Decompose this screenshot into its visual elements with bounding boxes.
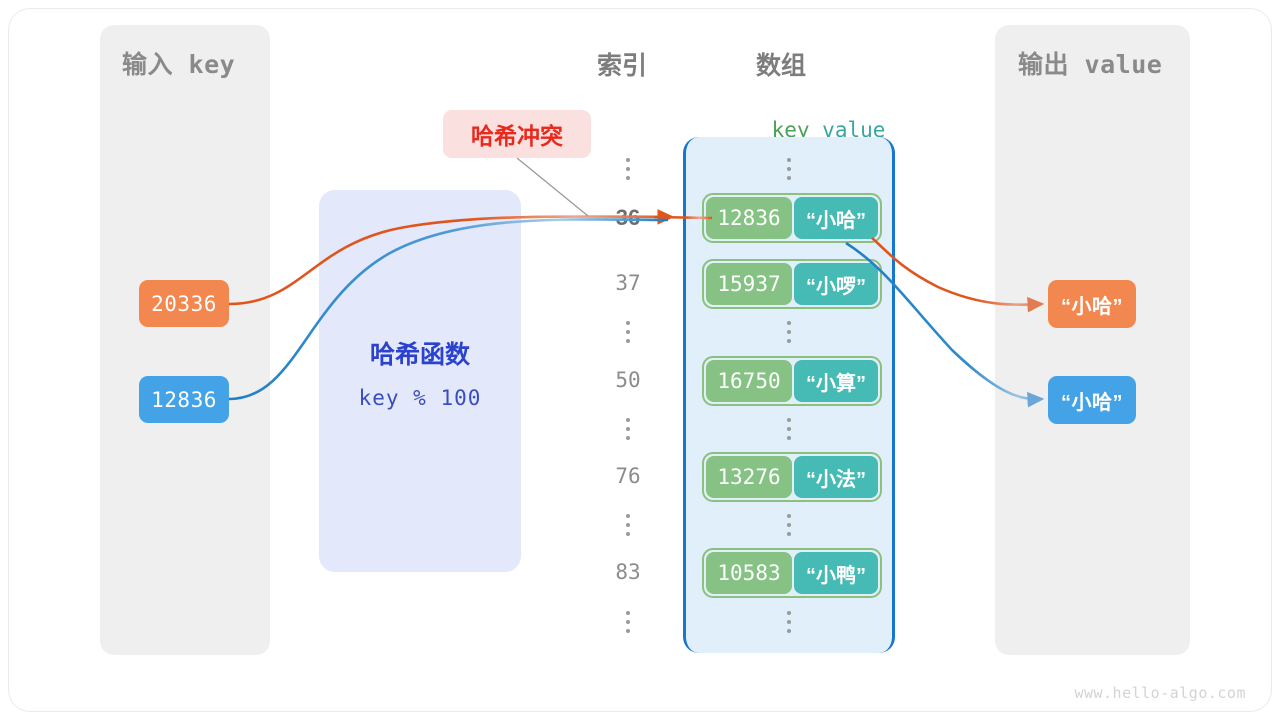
index-label-50: 50 (615, 368, 641, 392)
array-ellipsis-3 (761, 415, 817, 443)
output-value-blue: “小哈” (1048, 376, 1136, 424)
index-column-header: 索引 (597, 52, 648, 80)
input-panel-title: 输入 key (122, 50, 236, 79)
output-value-orange-label: “小哈” (1061, 295, 1123, 318)
array-entry-76: 13276 “小法” (702, 452, 882, 502)
array-entry-83-key: 10583 (706, 552, 792, 594)
index-ellipsis-4 (600, 511, 656, 539)
hash-function-expression: key % 100 (358, 386, 482, 410)
index-ellipsis-3 (600, 415, 656, 443)
input-panel (100, 25, 270, 655)
array-column-header: 数组 (756, 52, 807, 80)
hash-function-box: 哈希函数 key % 100 (319, 190, 521, 572)
index-ellipsis-top (600, 155, 656, 183)
array-entry-76-key: 13276 (706, 456, 792, 498)
input-key-12836-label: 12836 (151, 387, 217, 412)
array-entry-37-value: “小啰” (794, 263, 878, 305)
index-label-37: 37 (615, 271, 641, 295)
array-entry-50-value: “小算” (794, 360, 878, 402)
output-value-blue-label: “小哈” (1061, 391, 1123, 414)
array-entry-83-value: “小鸭” (794, 552, 878, 594)
array-entry-50-key: 16750 (706, 360, 792, 402)
index-ellipsis-2 (600, 318, 656, 346)
input-key-12836: 12836 (139, 376, 229, 423)
array-ellipsis-bottom (761, 608, 817, 636)
array-entry-37: 15937 “小啰” (702, 259, 882, 309)
array-entry-83: 10583 “小鸭” (702, 548, 882, 598)
output-panel (995, 25, 1190, 655)
index-ellipsis-bottom (600, 608, 656, 636)
array-entry-36-key: 12836 (706, 197, 792, 239)
array-ellipsis-2 (761, 318, 817, 346)
input-key-20336: 20336 (139, 280, 229, 327)
hash-collision-label: 哈希冲突 (471, 123, 563, 149)
array-entry-37-key: 15937 (706, 263, 792, 305)
index-label-36: 36 (615, 205, 641, 230)
array-entry-36-value: “小哈” (794, 197, 878, 239)
array-entry-50: 16750 “小算” (702, 356, 882, 406)
watermark: www.hello-algo.com (1074, 684, 1246, 702)
hash-function-title: 哈希函数 (369, 341, 470, 369)
index-label-83: 83 (615, 560, 641, 584)
array-ellipsis-top (761, 155, 817, 183)
array-entry-76-value: “小法” (794, 456, 878, 498)
output-value-orange: “小哈” (1048, 280, 1136, 328)
index-label-76: 76 (615, 464, 641, 488)
array-ellipsis-4 (761, 511, 817, 539)
array-entry-36: 12836 “小哈” (702, 193, 882, 243)
input-key-20336-label: 20336 (151, 291, 217, 316)
output-panel-title: 输出 value (1018, 50, 1163, 79)
hash-collision-badge: 哈希冲突 (443, 110, 591, 158)
